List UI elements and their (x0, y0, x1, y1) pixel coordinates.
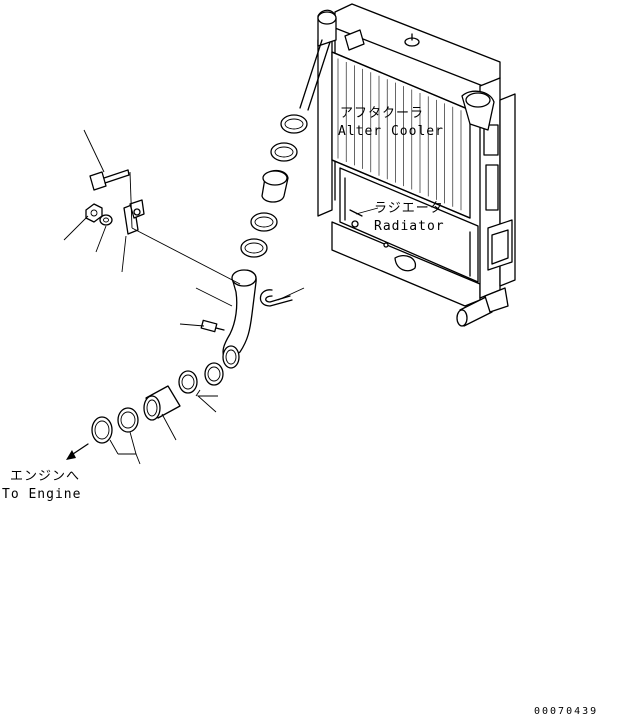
aftercooler-label-en: Alter Cooler (338, 124, 444, 139)
document-number: 00070439 (534, 706, 598, 717)
lower-clamp-pair-1 (178, 362, 224, 394)
radiator-assembly (317, 3, 516, 327)
washer (99, 214, 113, 226)
connector-sleeve (143, 385, 181, 421)
u-bolt (259, 289, 293, 307)
to-engine-arrow (66, 443, 89, 460)
radiator-label-jp: ラジエータ (374, 201, 444, 216)
hose-elbow (222, 269, 257, 369)
aftercooler-core (331, 51, 471, 219)
lower-clamp-pair-2 (91, 407, 139, 444)
engine-label-jp: エンジンへ (10, 469, 80, 484)
radiator-label-en: Radiator (374, 219, 445, 234)
bolt (89, 169, 130, 191)
bracket (123, 199, 145, 235)
aftercooler-label-jp: アフタクーラ (340, 106, 424, 121)
sensor-plug (200, 319, 225, 333)
air-duct-clamps (240, 39, 331, 258)
leader-lines (63, 129, 379, 465)
radiator-core (339, 167, 479, 283)
engine-label-en: To Engine (2, 487, 81, 502)
